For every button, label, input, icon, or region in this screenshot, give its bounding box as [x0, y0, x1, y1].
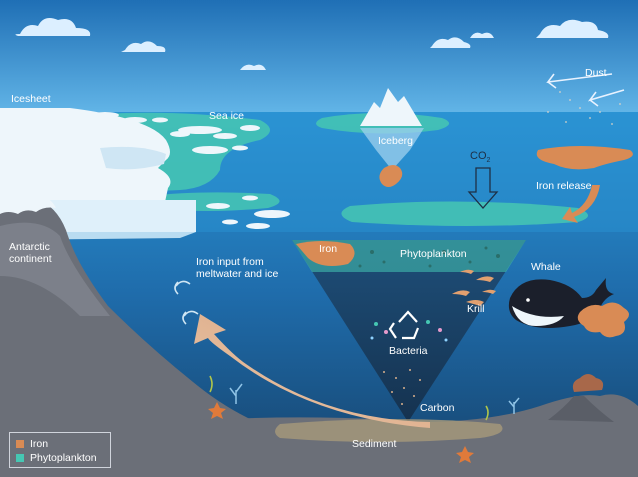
cloud-3 — [238, 64, 266, 70]
coral-1 — [229, 383, 243, 404]
carbon-funnel — [292, 240, 526, 422]
legend-item-iron: Iron — [16, 437, 104, 451]
coral-2 — [508, 397, 520, 414]
seafloor-life — [208, 375, 520, 463]
phytoplankton-specks — [358, 246, 500, 268]
starfish-2 — [456, 446, 474, 463]
label-iron-release: Iron release — [536, 180, 592, 192]
seaweed-1 — [209, 375, 213, 393]
cloud-5 — [470, 32, 494, 38]
continent-snow-cap — [0, 184, 56, 214]
cloud-2 — [121, 41, 166, 52]
label-co2: CO2 — [470, 150, 491, 165]
whale-iron-plume — [577, 302, 629, 338]
iceberg-top — [360, 88, 422, 126]
bacteria-specks — [370, 320, 448, 342]
iron-release-patch — [536, 146, 633, 170]
iceberg-iron-plume — [379, 165, 403, 187]
recycling-loop-icons — [174, 280, 199, 325]
dust-arrow-1 — [546, 73, 613, 89]
label-antarctic-continent: Antarctic continent — [9, 241, 52, 265]
legend-label-iron: Iron — [30, 438, 49, 450]
funnel-iron-band — [296, 241, 355, 266]
dust-arrow-2 — [587, 89, 625, 107]
sinking-carbon-particles — [383, 369, 421, 405]
antarctic-continent-rock — [0, 195, 358, 477]
label-bacteria: Bacteria — [389, 345, 428, 357]
label-sediment: Sediment — [352, 438, 397, 450]
legend: Iron Phytoplankton — [9, 432, 111, 468]
label-iceberg: Iceberg — [378, 135, 414, 147]
label-carbon: Carbon — [420, 402, 455, 414]
label-icesheet: Icesheet — [11, 93, 51, 105]
volcano-plume — [572, 374, 604, 392]
iceberg-submerged — [360, 128, 424, 170]
volcano — [548, 396, 614, 422]
legend-swatch-iron — [16, 440, 24, 448]
legend-label-phytoplankton: Phytoplankton — [30, 452, 97, 464]
cloud-6 — [536, 19, 609, 38]
recycle-icon — [388, 310, 420, 340]
clouds — [15, 18, 609, 70]
krill-group — [452, 269, 496, 306]
iron-upwelling-arrow — [194, 314, 430, 428]
dust-particles — [547, 91, 621, 125]
rock-highlight — [0, 222, 110, 316]
cloud-1 — [15, 18, 91, 36]
icesheet-cliff — [100, 146, 166, 170]
label-krill: Krill — [467, 303, 485, 315]
legend-swatch-phytoplankton — [16, 454, 24, 462]
cloud-4 — [430, 37, 471, 48]
whale-belly — [512, 306, 564, 326]
sky — [0, 0, 638, 115]
starfish-1 — [208, 402, 226, 419]
sediment-layer — [275, 419, 503, 442]
whale-eye — [526, 298, 530, 302]
label-whale: Whale — [531, 261, 561, 273]
label-phytoplankton: Phytoplankton — [400, 248, 467, 260]
label-sea-ice: Sea ice — [209, 110, 245, 122]
legend-item-phytoplankton: Phytoplankton — [16, 451, 104, 465]
iron-release-arrow — [562, 185, 600, 223]
sea-ice-floes — [91, 112, 290, 229]
label-iron-input: Iron input from meltwater and ice — [196, 256, 279, 280]
seaweed-2 — [485, 405, 489, 421]
co2-arrow — [467, 167, 499, 209]
dust-wind-arrows — [546, 73, 625, 107]
plankton-patch-iron-release — [341, 201, 588, 226]
label-iron: Iron — [319, 243, 338, 255]
label-dust: Dust — [585, 67, 607, 79]
